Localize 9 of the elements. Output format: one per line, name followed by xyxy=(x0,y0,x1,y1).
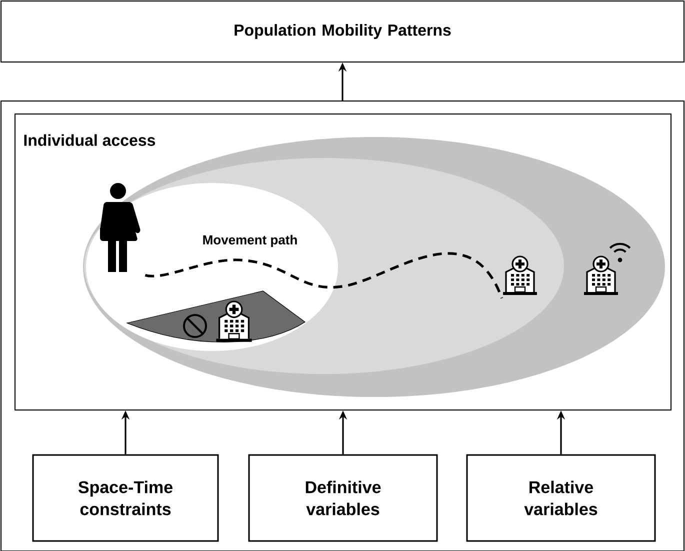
edge-label: Movement path xyxy=(203,234,297,248)
outer-frame xyxy=(0,100,684,551)
movement-path xyxy=(145,252,503,299)
hospital-icon xyxy=(503,256,537,295)
factor-box: Space-Time constraints xyxy=(32,454,219,542)
factor-box: Relative variables xyxy=(466,454,656,542)
factor-box: Definitive variables xyxy=(248,454,438,542)
person-figure xyxy=(100,183,140,272)
title-box: Population Mobility Patterns xyxy=(0,0,684,62)
